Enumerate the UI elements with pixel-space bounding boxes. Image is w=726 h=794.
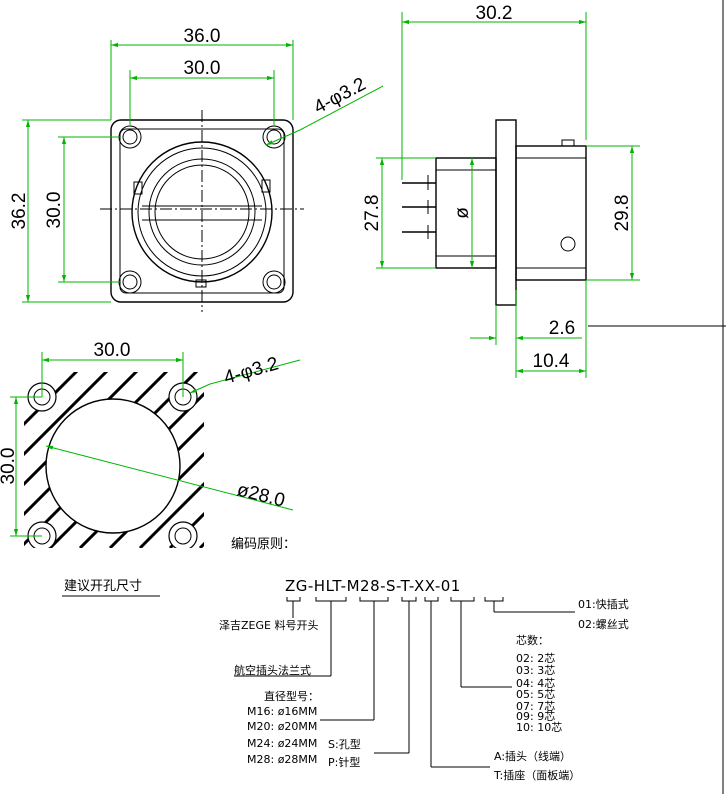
dim-cutout-height: 30.0 (0, 448, 19, 485)
core-item: 04: 4芯 (516, 676, 555, 690)
dim-outer-height: 36.2 (9, 193, 30, 230)
dim-cutout-width: 30.0 (94, 340, 131, 361)
side-dimensions: 30.2 27.8 ø 29.8 2.6 10.4 (362, 3, 640, 378)
core-item: 10: 10芯 (516, 720, 562, 734)
dim-body-dia: 27.8 (362, 195, 383, 232)
part-code: ZG-HLT-M28-S-T-XX-01 (285, 577, 461, 595)
dim-rear: 10.4 (533, 351, 570, 372)
dim-phi: ø (452, 207, 473, 219)
front-view (100, 110, 304, 312)
mount-item: T:插座（面板端） (493, 768, 580, 782)
type-note: 航空插头法兰式 (234, 663, 311, 677)
contact-item: P:针型 (328, 755, 360, 769)
size-item: M24: ø24MM (247, 737, 317, 750)
cutout-hole (45, 398, 181, 534)
core-item: 05: 5芯 (516, 687, 555, 701)
dim-flange-thk: 2.6 (549, 318, 575, 339)
shell-pin (561, 139, 575, 147)
rear-body (435, 157, 497, 269)
insert-face (154, 164, 250, 260)
dim-outer-width: 36.0 (184, 26, 221, 47)
mounting-hole (262, 270, 286, 294)
cores-title: 芯数： (516, 633, 549, 647)
coding-title: 编码原则： (231, 537, 296, 552)
brand-note: 泽吉ZEGE 料号开头 (219, 618, 318, 632)
dim-hole-height: 30.0 (44, 192, 65, 229)
dim-cutout-dia: ø28.0 (235, 479, 287, 511)
receptacle-bore (148, 158, 256, 266)
dim-hole-width: 30.0 (184, 58, 221, 79)
leader-lines (234, 597, 575, 768)
receptacle-ring (137, 147, 267, 277)
dim-front-holes: 4-φ3.2 (310, 74, 369, 119)
mounting-hole (118, 270, 142, 294)
dim-length: 30.2 (476, 3, 513, 24)
core-item: 09: 9芯 (516, 709, 555, 723)
size-item: M28: ø28MM (247, 753, 317, 766)
core-item: 03: 3芯 (516, 663, 555, 677)
key-slot (195, 279, 207, 288)
size-item: M20: ø20MM (247, 720, 317, 733)
bayonet-pin (133, 181, 143, 195)
dim-flange-dia: 29.8 (612, 195, 633, 232)
bayonet-pin (261, 179, 271, 193)
hatch-pattern (24, 372, 204, 548)
size-title: 直径型号： (264, 689, 319, 703)
front-dimensions: 36.0 30.0 36.2 30.0 4-φ3.2 (9, 26, 384, 303)
cutout-view (24, 372, 204, 548)
lock-item: 01:快插式 (578, 597, 629, 611)
receptacle-outer (131, 141, 273, 283)
front-shell (515, 145, 587, 281)
cutout-caption: 建议开孔尺寸 (64, 579, 142, 594)
dim-cutout-holes: 4-φ3.2 (222, 353, 281, 389)
flange-side (495, 119, 517, 306)
core-item: 07: 7芯 (516, 699, 555, 713)
core-item: 02: 2芯 (516, 651, 555, 665)
size-item: M16: ø16MM (247, 705, 317, 718)
side-view (402, 119, 587, 306)
mount-item: A:插头（线端） (494, 749, 571, 763)
contact-item: S:孔型 (328, 737, 361, 751)
bayonet-stud (560, 236, 576, 252)
lock-item: 02:螺丝式 (578, 618, 629, 631)
